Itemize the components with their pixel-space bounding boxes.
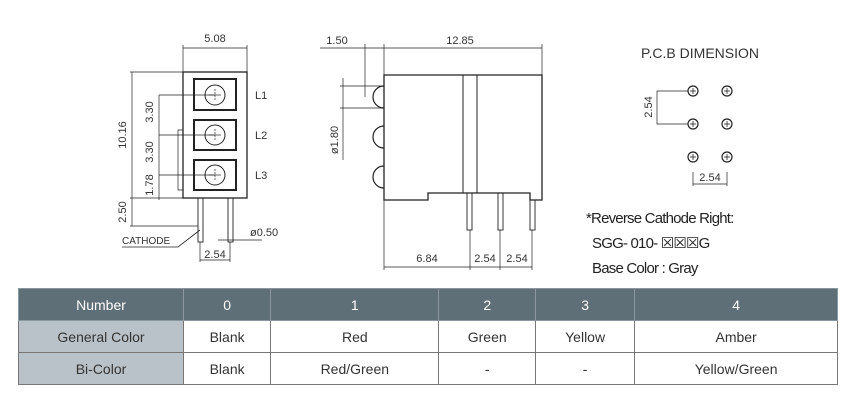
note-base-color: Base Color : Gray <box>592 260 699 277</box>
note-reverse-cathode: *Reverse Cathode Right: <box>586 210 734 227</box>
lead-dia: ø0.50 <box>250 227 278 239</box>
pcb-title: P.C.B DIMENSION <box>641 45 759 61</box>
notes: *Reverse Cathode Right: SGG- 010- ☒☒☒G B… <box>586 210 734 277</box>
pcb-h-pitch: 2.54 <box>699 172 720 184</box>
color-code-table: Number 0 1 2 3 4 General Color Blank Red… <box>18 288 838 385</box>
table-header-row: Number 0 1 2 3 4 <box>18 288 838 321</box>
led-l1 <box>193 78 237 111</box>
table-cell: Blank <box>182 320 272 353</box>
side-body <box>383 74 543 201</box>
pcb-v-pitch: 2.54 <box>643 96 655 117</box>
table-cell: Yellow <box>535 320 636 353</box>
header-cell: 3 <box>535 288 636 321</box>
lead-cathode <box>197 197 204 243</box>
lead-pitch: 2.54 <box>204 249 225 261</box>
row-header: Bi-Color <box>18 352 184 385</box>
dome-dia: ø1.80 <box>329 126 341 154</box>
cathode-label: CATHODE <box>122 236 170 247</box>
lead-dim: 2.50 <box>117 201 129 222</box>
side-view: 1.50 12.85 ø1.80 6.84 2.54 2.54 <box>320 35 543 270</box>
front-view: 5.08 L1 L2 L3 10.16 3.30 3.30 1.78 2.50 <box>117 33 278 262</box>
dome-dim: 1.50 <box>326 35 347 47</box>
pcb-dimension: P.C.B DIMENSION 2.54 2.54 <box>641 45 759 186</box>
offset-dim: 1.78 <box>144 174 156 195</box>
lead-anode <box>227 197 234 243</box>
table-row: Bi-Color Blank Red/Green - - Yellow/Gree… <box>18 352 838 385</box>
drawing-canvas: 5.08 L1 L2 L3 10.16 3.30 3.30 1.78 2.50 <box>117 33 759 277</box>
table-cell: Green <box>438 320 537 353</box>
table-cell: - <box>535 352 636 385</box>
pitch-dim-2: 3.30 <box>144 141 156 162</box>
length-dim: 12.85 <box>446 35 474 47</box>
header-cell: 2 <box>438 288 537 321</box>
label-l2: L2 <box>255 130 267 142</box>
table-cell: Red/Green <box>270 352 440 385</box>
height-dim: 10.16 <box>117 121 129 149</box>
label-l3: L3 <box>255 170 267 182</box>
table-cell: Yellow/Green <box>634 352 838 385</box>
width-dim: 5.08 <box>204 33 225 45</box>
table-cell: Blank <box>182 352 272 385</box>
label-l1: L1 <box>255 90 267 102</box>
table-row: General Color Blank Red Green Yellow Amb… <box>18 320 838 353</box>
header-cell: 1 <box>270 288 440 321</box>
led-dome <box>372 85 385 109</box>
led-dome <box>372 165 385 189</box>
header-cell: 0 <box>182 288 272 321</box>
row-header: General Color <box>18 320 184 353</box>
table-cell: - <box>438 352 537 385</box>
table-cell: Amber <box>634 320 838 353</box>
led-dome <box>372 125 385 149</box>
header-cell: Number <box>18 288 184 321</box>
pin-pitch-1: 2.54 <box>474 253 495 265</box>
table-cell: Red <box>270 320 440 353</box>
pin-offset-dim: 6.84 <box>416 253 437 265</box>
header-cell: 4 <box>634 288 838 321</box>
pin-pitch-2: 2.54 <box>506 253 527 265</box>
note-part-number: SGG- 010- ☒☒☒G <box>592 235 710 252</box>
pitch-dim-1: 3.30 <box>144 101 156 122</box>
